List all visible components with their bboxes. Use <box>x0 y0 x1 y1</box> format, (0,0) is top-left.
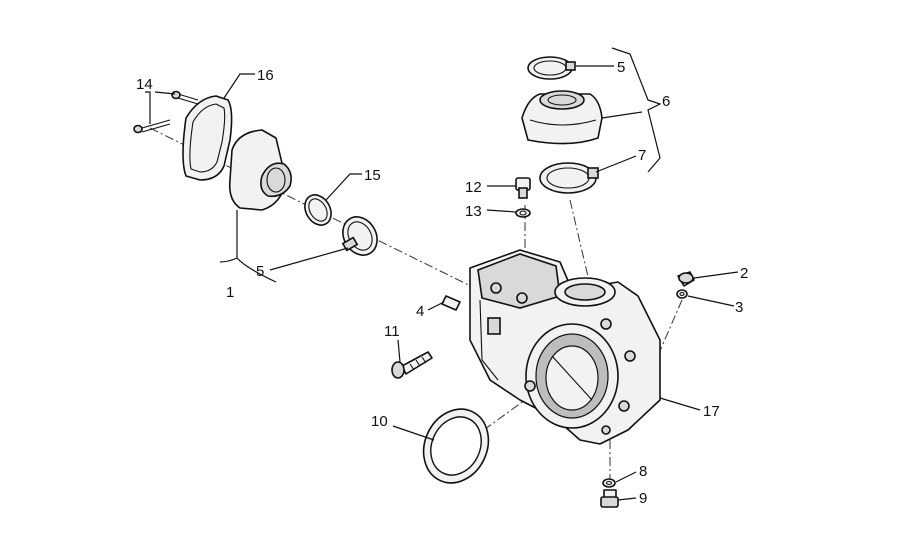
callout-1: 1 <box>226 284 234 301</box>
gasket-frame-part-16 <box>182 95 233 181</box>
dowel-pin-part-4 <box>441 295 461 311</box>
callout-5-top: 5 <box>617 59 625 76</box>
clamp-part-15 <box>304 194 332 226</box>
intake-boot-part-1 <box>228 129 292 211</box>
seal-ring-part-10 <box>422 408 490 484</box>
callout-17: 17 <box>703 403 720 420</box>
callout-14: 14 <box>136 76 153 93</box>
callout-3: 3 <box>735 299 743 316</box>
callout-10: 10 <box>371 413 388 430</box>
callout-labels: 14 16 15 5 1 5 6 7 12 13 2 3 4 11 10 17 … <box>136 59 748 507</box>
callout-7: 7 <box>638 147 646 164</box>
fitting-part-12 <box>515 177 531 199</box>
washer-part-3 <box>676 289 688 299</box>
washer-part-13 <box>515 208 531 218</box>
plug-part-2 <box>677 271 695 287</box>
hose-clamp-part-7 <box>539 162 599 194</box>
leader-lines <box>145 47 739 501</box>
callout-8: 8 <box>639 463 647 480</box>
hose-clamp-top-part-5 <box>527 56 576 80</box>
callout-6: 6 <box>662 93 670 110</box>
callout-11: 11 <box>384 323 400 340</box>
callout-15: 15 <box>364 167 381 184</box>
callout-5-left: 5 <box>256 263 264 280</box>
bolt-part-11 <box>391 351 433 379</box>
drain-plug-part-9 <box>600 489 619 508</box>
callout-13: 13 <box>465 203 482 220</box>
hose-clamp-left-part-5 <box>341 216 378 256</box>
callout-4: 4 <box>416 303 424 320</box>
manifold-boot-part-6 <box>521 90 603 145</box>
callout-12: 12 <box>465 179 482 196</box>
callout-16: 16 <box>257 67 274 84</box>
callout-9: 9 <box>639 490 647 507</box>
screw-part-14 <box>133 90 199 134</box>
washer-part-8 <box>602 478 616 488</box>
callout-2: 2 <box>740 265 748 282</box>
throttle-body-part-17 <box>469 249 661 445</box>
